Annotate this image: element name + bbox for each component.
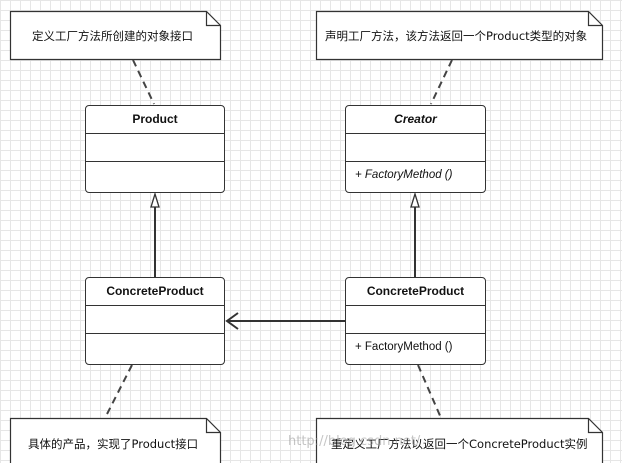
note-creator-text: 声明工厂方法，该方法返回一个Product类型的对象	[325, 29, 588, 43]
class-concrete-product-operations	[86, 334, 224, 361]
class-concrete-creator-name: ConcreteProduct	[346, 278, 485, 306]
class-creator-name: Creator	[346, 106, 485, 134]
note-anchor-product	[132, 59, 155, 105]
class-concrete-product-name: ConcreteProduct	[86, 278, 224, 306]
class-product-operations	[86, 162, 224, 189]
note-shape-product	[9, 10, 222, 61]
class-product: Product	[85, 105, 225, 193]
note-fold-concrete-product	[205, 418, 221, 434]
class-product-name: Product	[86, 106, 224, 134]
note-creator: 声明工厂方法，该方法返回一个Product类型的对象	[316, 11, 603, 60]
generalization-arrowhead-product	[150, 191, 160, 208]
note-concrete-product: 具体的产品，实现了Product接口	[10, 418, 221, 463]
note-product-text: 定义工厂方法所创建的对象接口	[32, 29, 193, 43]
note-anchor-concrete-creator	[417, 364, 442, 419]
note-concrete-creator-text: 重定义工厂方法以返回一个ConcreteProduct实例	[331, 437, 588, 451]
class-concrete-product: ConcreteProduct	[85, 277, 225, 365]
class-creator-attributes	[346, 134, 485, 162]
generalization-arrowhead-creator	[410, 191, 420, 208]
class-concrete-creator-operations: + FactoryMethod ()	[355, 341, 453, 353]
note-anchor-concrete-product	[104, 364, 133, 419]
class-creator-operations: + FactoryMethod ()	[355, 169, 453, 181]
note-concrete-product-text: 具体的产品，实现了Product接口	[28, 437, 199, 451]
note-fold-concrete-creator	[587, 418, 603, 434]
class-creator: Creator + FactoryMethod ()	[345, 105, 486, 193]
class-concrete-creator-attributes	[346, 306, 485, 334]
dependency-arrowhead	[225, 312, 239, 330]
watermark-text: http://blog.csdn.net/	[288, 434, 421, 449]
note-fold-product	[205, 11, 221, 27]
class-concrete-product-attributes	[86, 306, 224, 334]
note-product: 定义工厂方法所创建的对象接口	[10, 11, 221, 60]
class-product-attributes	[86, 134, 224, 162]
note-anchor-creator	[430, 59, 453, 105]
note-concrete-creator: 重定义工厂方法以返回一个ConcreteProduct实例	[316, 418, 603, 463]
class-concrete-creator: ConcreteProduct + FactoryMethod ()	[345, 277, 486, 365]
note-fold-creator	[587, 11, 603, 27]
note-shape-creator	[315, 10, 604, 61]
